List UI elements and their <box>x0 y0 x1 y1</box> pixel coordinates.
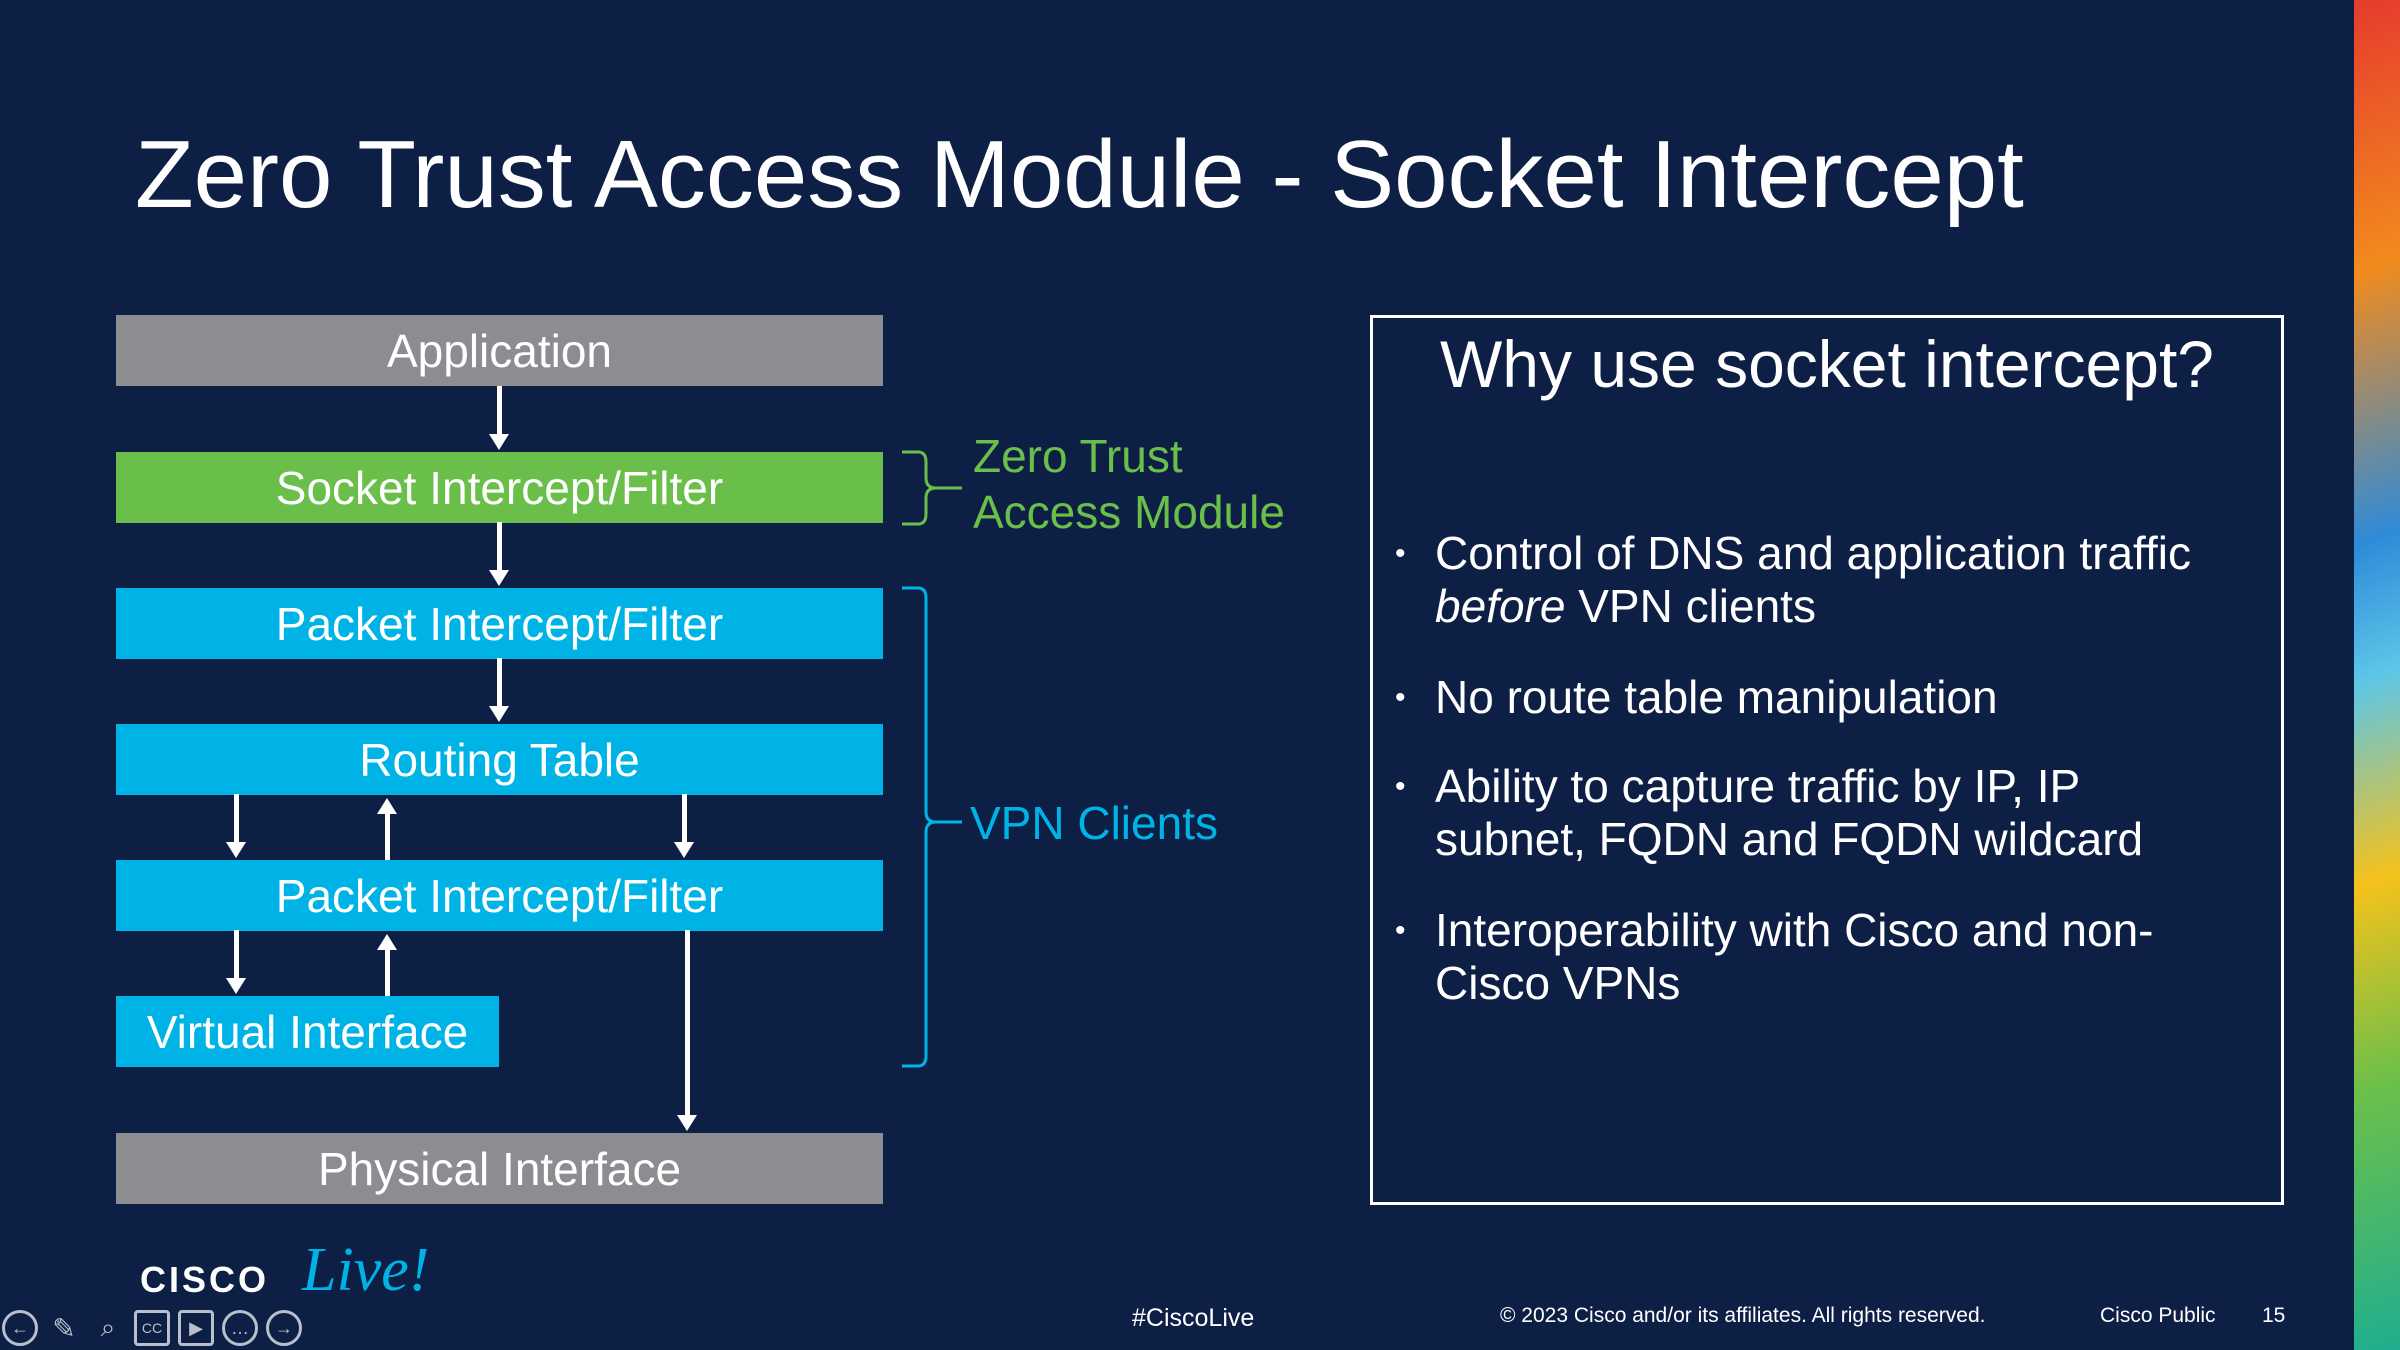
page-number: 15 <box>2262 1304 2286 1327</box>
arrow-down-icon <box>489 658 509 722</box>
bullet-text: subnet, FQDN and FQDN wildcard <box>1435 813 2144 865</box>
bullet-text: No route table manipulation <box>1435 671 1998 723</box>
copyright: © 2023 Cisco and/or its affiliates. All … <box>1500 1304 1986 1327</box>
hashtag: #CiscoLive <box>1132 1304 1255 1332</box>
application-box: Application <box>116 315 883 386</box>
arrow-down-icon <box>226 794 246 858</box>
packet-intercept-box-2: Packet Intercept/Filter <box>116 860 883 931</box>
arrow-down-icon <box>489 386 509 450</box>
bullet-text: Ability to capture traffic by IP, IP <box>1435 760 2081 812</box>
ztam-label-line1: Zero Trust <box>973 430 1183 482</box>
pen-icon[interactable]: ✎ <box>52 1312 76 1344</box>
bullet-item: •No route table manipulation <box>1395 671 1998 723</box>
why-socket-intercept-panel: Why use socket intercept? •Control of DN… <box>1370 315 2284 1205</box>
camera-icon[interactable]: ▶ <box>178 1310 214 1346</box>
vpn-clients-label: VPN Clients <box>970 797 1218 849</box>
physical-interface-box: Physical Interface <box>116 1133 883 1204</box>
cisco-live-logo: CISCO Live! <box>140 1236 429 1300</box>
presentation-toolbar: ← ✎ ⌕ CC ▶ … → <box>2 1310 302 1346</box>
cc-icon[interactable]: CC <box>134 1310 170 1346</box>
bullet-text: VPN clients <box>1565 580 1816 632</box>
arrow-up-icon <box>377 934 397 996</box>
slide-title: Zero Trust Access Module - Socket Interc… <box>135 121 2024 228</box>
svg-text:Live!: Live! <box>301 1236 429 1300</box>
bullet-text: Cisco VPNs <box>1435 957 1681 1009</box>
panel-heading: Why use socket intercept? <box>1439 327 2215 401</box>
arrow-down-icon <box>674 794 694 858</box>
ztam-brace-icon <box>902 450 962 526</box>
arrow-right-icon[interactable]: → <box>266 1310 302 1346</box>
packet-intercept-box-1: Packet Intercept/Filter <box>116 588 883 659</box>
vpn-brace-icon <box>902 586 962 1068</box>
bullet-text: Control of DNS and application traffic <box>1435 527 2191 579</box>
more-icon[interactable]: … <box>222 1310 258 1346</box>
arrow-down-icon <box>489 522 509 586</box>
bullet-italic-text: before <box>1435 580 1566 632</box>
ztam-label-line2: Access Module <box>973 486 1285 538</box>
socket-intercept-box: Socket Intercept/Filter <box>116 452 883 523</box>
svg-text:CISCO: CISCO <box>140 1259 269 1300</box>
arrow-up-icon <box>377 798 397 860</box>
bullet-text: Interoperability with Cisco and non- <box>1435 904 2154 956</box>
routing-table-box: Routing Table <box>116 724 883 795</box>
bullet-item: •Interoperability with Cisco and non-Cis… <box>1395 904 2154 1009</box>
zoom-icon[interactable]: ⌕ <box>100 1312 116 1342</box>
virtual-interface-box: Virtual Interface <box>116 996 499 1067</box>
decorative-color-stripe <box>2354 0 2400 1350</box>
arrow-down-icon <box>677 930 697 1131</box>
arrow-left-icon[interactable]: ← <box>2 1310 38 1346</box>
classification: Cisco Public <box>2100 1304 2216 1327</box>
arrow-down-icon <box>226 930 246 994</box>
